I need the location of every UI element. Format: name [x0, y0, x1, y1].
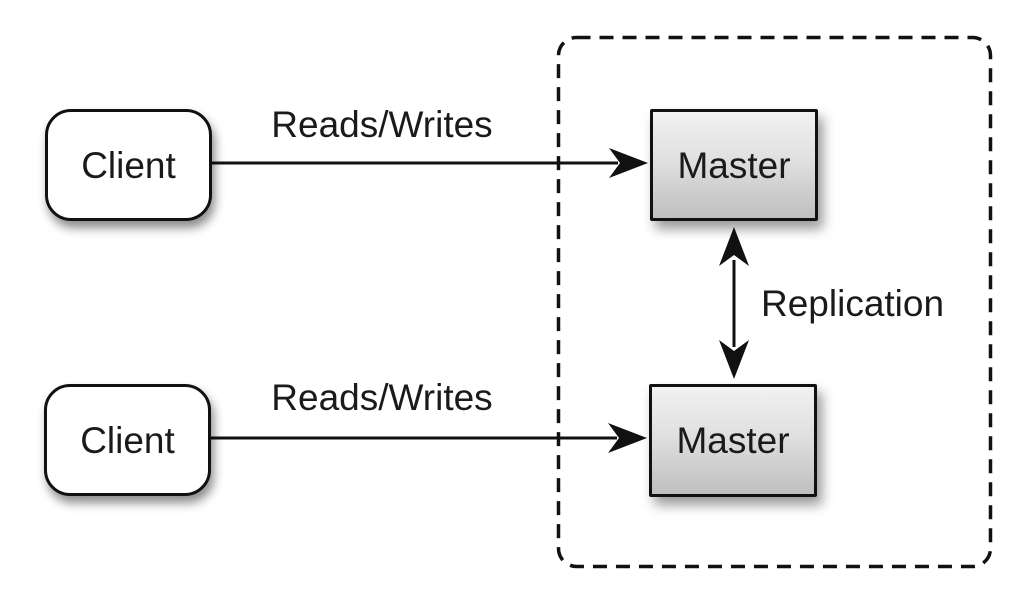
- arrowhead-right-icon: [609, 148, 648, 178]
- replication-group-dashed-border: [556, 35, 993, 569]
- master-bottom-label: Master: [676, 420, 790, 461]
- reads-writes-top-label: Reads/Writes: [271, 104, 493, 145]
- arrowhead-up-icon: [719, 227, 749, 266]
- master-top-node: Master: [650, 109, 818, 221]
- client-bottom-label: Client: [80, 419, 175, 461]
- arrowhead-down-icon: [719, 340, 749, 379]
- reads-writes-bottom-label: Reads/Writes: [271, 377, 493, 418]
- reads-writes-arrow-top: [212, 148, 648, 178]
- master-bottom-node: Master: [649, 384, 817, 497]
- client-bottom-node: Client: [44, 384, 211, 496]
- client-top-node: Client: [45, 109, 212, 221]
- arrowhead-right-icon: [608, 423, 647, 453]
- client-top-label: Client: [81, 144, 176, 186]
- master-top-label: Master: [677, 144, 791, 186]
- replication-arrow: [719, 227, 749, 379]
- reads-writes-arrow-bottom: [211, 423, 647, 453]
- replication-label: Replication: [761, 283, 945, 324]
